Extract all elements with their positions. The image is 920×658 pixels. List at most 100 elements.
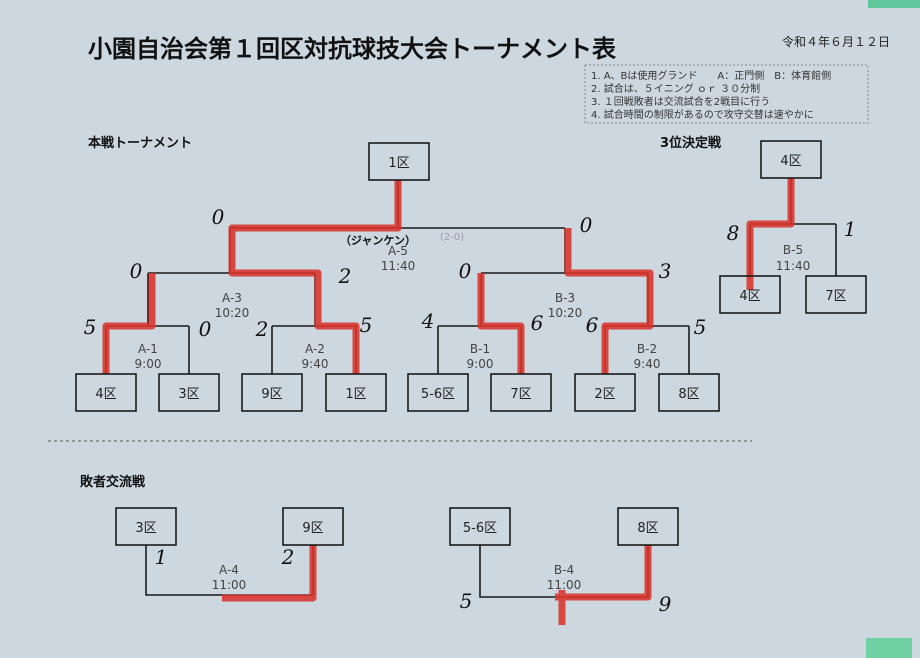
section-losers: 敗者交流戦 — [80, 474, 146, 490]
match-id: A-4 — [219, 563, 239, 577]
score: 5 — [360, 313, 373, 337]
score: 0 — [199, 317, 212, 341]
match-time: 11:00 — [547, 578, 582, 592]
team-box: 9区 — [241, 373, 303, 412]
team-box-frame — [449, 507, 511, 546]
score: 2 — [255, 317, 269, 341]
match-id: B-2 — [637, 342, 657, 356]
team-box-frame — [282, 507, 344, 546]
team-box-frame — [115, 507, 177, 546]
tape — [868, 0, 920, 8]
team-box: 8区 — [617, 507, 679, 546]
match-time: 11:40 — [776, 259, 811, 273]
match-note: (2-0) — [440, 232, 464, 243]
score: 0 — [459, 259, 472, 283]
date: 令和４年６月１２日 — [782, 34, 890, 49]
team-name: 8区 — [637, 521, 658, 536]
team-box-frame — [368, 142, 430, 181]
team-box-frame — [805, 275, 867, 314]
team-name: 9区 — [261, 387, 282, 402]
note: 3. １回戦敗者は交流試合を2戦目に行う — [591, 95, 770, 108]
team-box-frame — [241, 373, 303, 412]
score: 2 — [338, 264, 352, 288]
match-time: 11:00 — [212, 578, 247, 592]
team-box: 5-6区 — [407, 373, 469, 412]
team-name: 1区 — [345, 387, 366, 402]
tape — [866, 638, 912, 658]
team-box-frame — [407, 373, 469, 412]
score: 1 — [844, 217, 857, 241]
team-box-frame — [719, 275, 781, 314]
match-time: 9:00 — [467, 357, 494, 371]
match-id: A-1 — [138, 342, 158, 356]
team-name: 4区 — [95, 387, 116, 402]
team-box: 7区 — [805, 275, 867, 314]
team-box: 1区 — [368, 142, 430, 181]
score: 5 — [460, 589, 473, 613]
match-time: 10:20 — [215, 306, 250, 320]
match-labels: A-511:40 （ジャンケン） (2-0) A-310:20 A-19:00 … — [135, 232, 811, 592]
note: 1. A、Bは使用グランド A：正門側 B：体育館側 — [591, 69, 831, 82]
scores: 0 0 0 2 0 3 5 0 2 5 4 6 6 5 8 1 1 2 5 9 — [84, 205, 857, 616]
match-time: 10:20 — [548, 306, 583, 320]
section-third: 3位決定戦 — [660, 135, 722, 151]
team-box: 4区 — [75, 373, 137, 412]
match-time: 9:40 — [634, 357, 661, 371]
score: 8 — [727, 221, 740, 245]
team-name: 4区 — [780, 154, 801, 169]
match-note: （ジャンケン） — [340, 234, 416, 247]
team-name: 8区 — [678, 387, 699, 402]
score: 6 — [531, 311, 544, 335]
team-box: 3区 — [158, 373, 220, 412]
score: 0 — [580, 213, 593, 237]
team-name: 5-6区 — [421, 387, 455, 402]
note: 4. 試合時間の制限があるので攻守交替は速やかに — [591, 108, 814, 121]
team-box: 4区 — [760, 140, 822, 179]
team-name: 3区 — [178, 387, 199, 402]
team-box: 3区 — [115, 507, 177, 546]
score: 5 — [84, 315, 97, 339]
team-box: 5-6区 — [449, 507, 511, 546]
team-name: 2区 — [594, 387, 615, 402]
page-title: 小園自治会第１回区対抗球技大会トーナメント表 — [88, 35, 617, 63]
team-box-frame — [75, 373, 137, 412]
team-box-frame — [490, 373, 552, 412]
match-id: B-3 — [555, 291, 575, 305]
score: 0 — [130, 259, 143, 283]
team-name: 5-6区 — [463, 521, 497, 536]
match-id: B-4 — [554, 563, 574, 577]
score: 2 — [281, 545, 295, 569]
match-time: 9:40 — [302, 357, 329, 371]
winner-paths — [102, 178, 795, 625]
score: 0 — [212, 205, 225, 229]
team-name: 4区 — [739, 289, 760, 304]
note: 2. 試合は、５イニング ｏｒ ３０分制 — [591, 82, 760, 95]
match-id: A-2 — [305, 342, 325, 356]
match-id: A-5 — [388, 244, 408, 258]
team-box: 9区 — [282, 507, 344, 546]
team-box-frame — [158, 373, 220, 412]
match-time: 9:00 — [135, 357, 162, 371]
notes-box: 1. A、Bは使用グランド A：正門側 B：体育館側 2. 試合は、５イニング … — [584, 64, 869, 124]
match-id: B-1 — [470, 342, 490, 356]
match-id: B-5 — [783, 243, 803, 257]
team-box: 2区 — [574, 373, 636, 412]
score: 6 — [586, 313, 599, 337]
score: 4 — [421, 309, 435, 333]
match-time: 11:40 — [381, 259, 416, 273]
section-main: 本戦トーナメント — [88, 135, 192, 151]
team-box-frame — [658, 373, 720, 412]
team-name: 7区 — [510, 387, 531, 402]
team-name: 1区 — [388, 156, 409, 171]
team-name: 7区 — [825, 289, 846, 304]
team-box: 4区 — [719, 275, 781, 314]
team-box-frame — [617, 507, 679, 546]
team-box: 1区 — [325, 373, 387, 412]
score: 5 — [694, 315, 707, 339]
score: 3 — [659, 259, 672, 283]
score: 9 — [659, 592, 672, 616]
team-name: 9区 — [302, 521, 323, 536]
team-box-frame — [574, 373, 636, 412]
score: 1 — [155, 545, 168, 569]
